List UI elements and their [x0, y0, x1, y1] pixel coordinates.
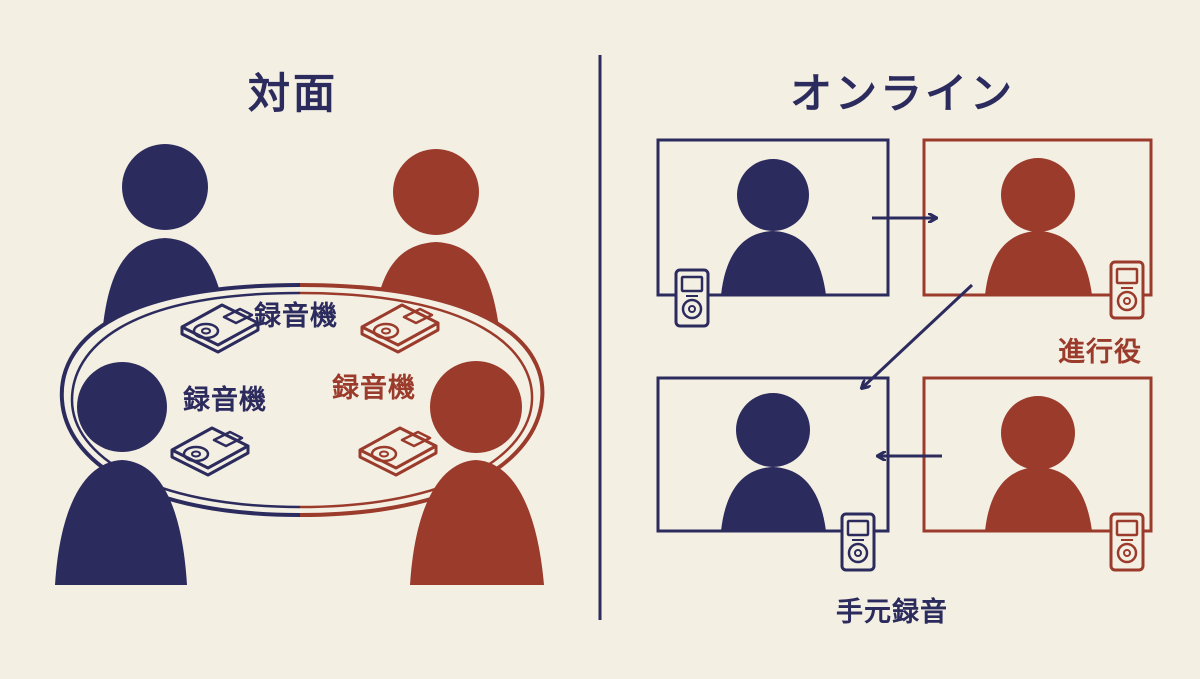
- arrow-icon: [862, 283, 974, 388]
- recorder-label: 録音機: [254, 301, 338, 332]
- person-icon: [55, 362, 187, 585]
- local-recording-label: 手元録音: [836, 597, 948, 628]
- video-tile: [922, 138, 1153, 297]
- online-scene: [656, 138, 1153, 572]
- person-icon: [410, 361, 544, 585]
- facilitator-label: 進行役: [1058, 337, 1142, 368]
- video-tile: [656, 376, 890, 533]
- video-tile: [922, 376, 1153, 533]
- recorder-label: 録音機: [332, 373, 416, 404]
- voice-recorder-icon: [840, 512, 876, 572]
- table-edge: [70, 291, 301, 509]
- recorder-label: 録音機: [183, 385, 267, 416]
- face-to-face-title: 対面: [248, 69, 339, 118]
- face-to-face-scene: [55, 144, 545, 585]
- online-title: オンライン: [790, 69, 1016, 118]
- voice-recorder-icon: [1109, 512, 1145, 572]
- voice-recorder-icon: [1109, 260, 1145, 320]
- voice-recorder-icon: [674, 268, 710, 328]
